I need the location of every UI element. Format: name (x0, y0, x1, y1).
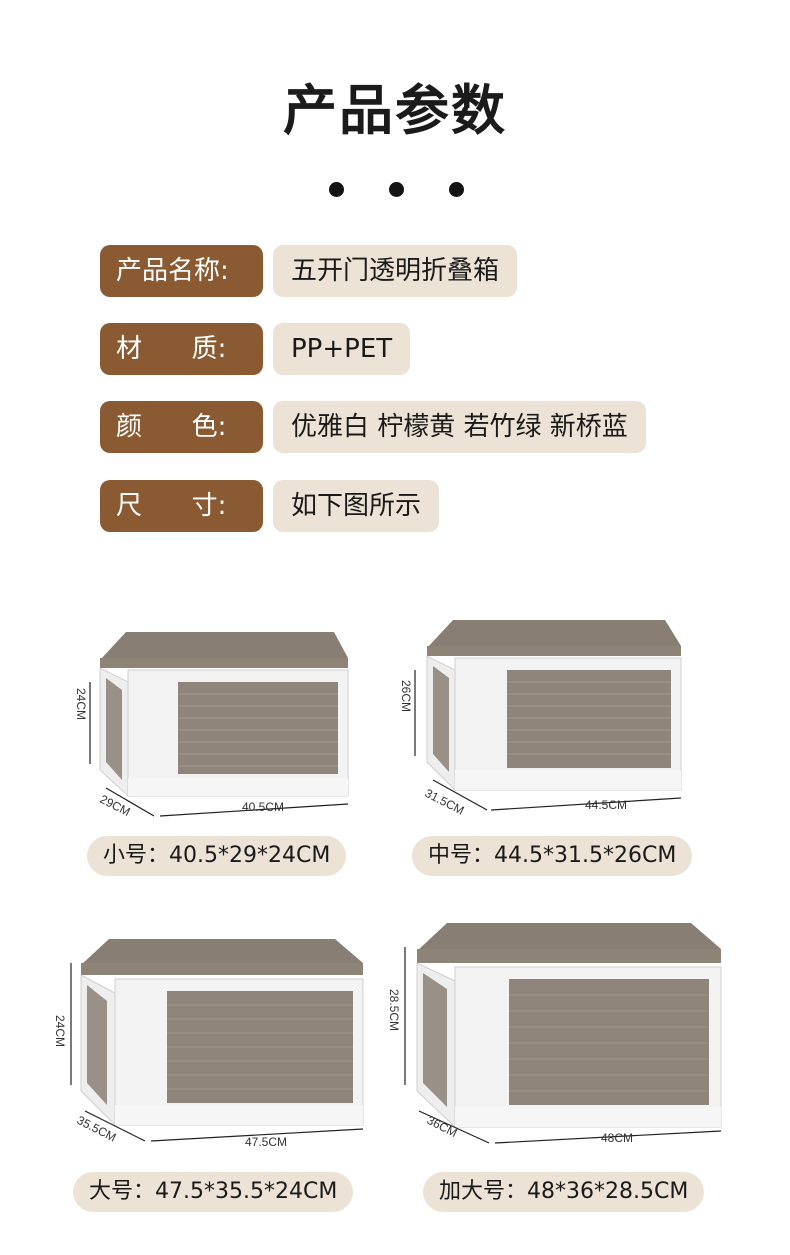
height-label: 28.5CM (387, 989, 401, 1032)
box-image-xlarge: 28.5CM 36CM 48CM (385, 915, 730, 1155)
storage-box-icon (414, 620, 682, 811)
size-spec-large: 大号：47.5*35.5*24CM (73, 1172, 354, 1212)
size-spec-xlarge: 加大号：48*36*28.5CM (423, 1172, 705, 1212)
dot-icon (329, 182, 344, 197)
dot-icon (389, 182, 404, 197)
param-value: 优雅白 柠檬黄 若竹绿 新桥蓝 (273, 401, 646, 453)
box-image-small: 24CM 29CM 40.5CM (70, 620, 370, 830)
param-value: 五开门透明折叠箱 (273, 245, 518, 297)
box-image-medium: 26CM 31.5CM 44.5CM (395, 610, 705, 825)
storage-box-icon (404, 923, 722, 1144)
param-value: PP+PET (273, 323, 411, 375)
dot-icon (449, 182, 464, 197)
size-spec-medium: 中号：44.5*31.5*26CM (412, 836, 693, 876)
param-label: 尺 寸: (100, 480, 263, 532)
decorative-dots (0, 182, 790, 198)
width-label: 40.5CM (242, 800, 285, 814)
storage-box-icon (70, 939, 364, 1142)
page-title: 产品参数 (283, 79, 507, 142)
width-label: 48CM (601, 1131, 634, 1145)
param-label: 颜 色: (100, 401, 263, 453)
size-spec-small: 小号：40.5*29*24CM (87, 836, 347, 876)
box-image-large: 24CM 35.5CM 47.5CM (45, 935, 375, 1160)
width-label: 44.5CM (585, 798, 628, 812)
height-label: 24CM (74, 688, 88, 721)
param-label: 材 质: (100, 323, 263, 375)
height-label: 24CM (53, 1015, 67, 1048)
height-label: 26CM (399, 680, 413, 713)
param-value: 如下图所示 (273, 480, 440, 532)
storage-box-icon (89, 632, 349, 817)
width-label: 47.5CM (245, 1135, 288, 1149)
param-label: 产品名称: (100, 245, 263, 297)
